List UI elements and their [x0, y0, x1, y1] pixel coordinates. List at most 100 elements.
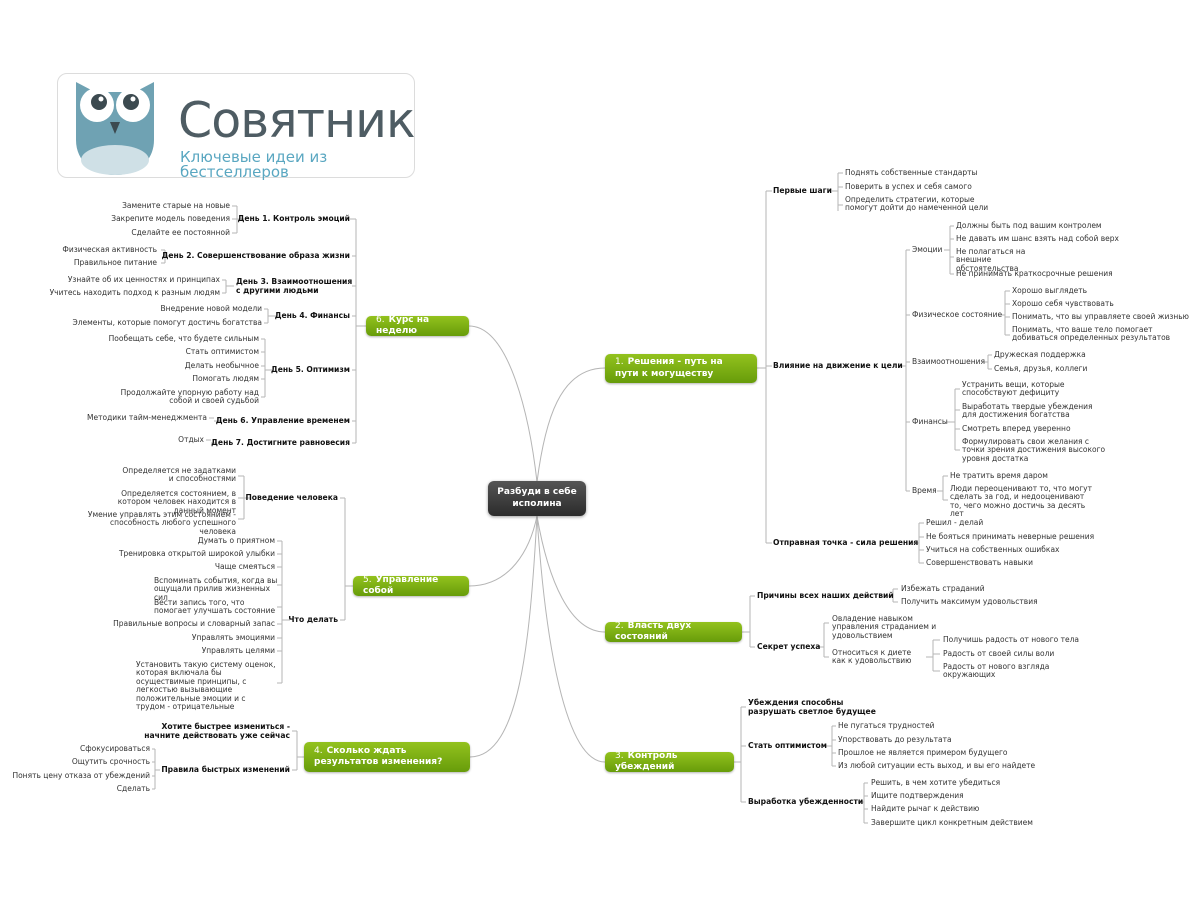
day-6-item: Методики тайм-менеджмента	[60, 414, 207, 422]
todo-item: Правильные вопросы и словарный запас	[100, 620, 275, 628]
logo-subtitle: Ключевые идеи из бестселлеров	[180, 150, 414, 180]
owl-logo-icon	[70, 78, 160, 176]
todo-item: Вести запись того, что помогает улучшать…	[154, 599, 279, 616]
first-steps-topic[interactable]: Первые шаги	[773, 187, 832, 196]
center-node[interactable]: Разбуди в себе исполина	[488, 481, 586, 516]
day-7-topic[interactable]: День 7. Достигните равновесия	[200, 439, 350, 448]
todo-item: Думать о приятном	[140, 537, 275, 545]
day-4-item: Элементы, которые помогут достичь богатс…	[60, 319, 262, 327]
confidence-item: Найдите рычаг к действию	[871, 805, 979, 813]
rules-item: Ощутить срочность	[20, 758, 150, 766]
start-point-item: Совершенствовать навыки	[926, 559, 1033, 567]
day-4-topic[interactable]: День 4. Финансы	[250, 312, 350, 321]
finance-item: Смотреть вперед уверенно	[962, 425, 1071, 433]
day-2-item: Правильное питание	[40, 259, 157, 267]
day-2-topic[interactable]: День 2. Совершенствование образа жизни	[160, 252, 350, 261]
day-3-topic[interactable]: День 3. Взаимоотношения с другими людьми	[236, 278, 356, 295]
emotions-item: Не давать им шанс взять над собой верх	[956, 235, 1119, 243]
relations-item: Дружеская поддержка	[994, 351, 1086, 359]
emotions-item: Должны быть под вашим контролем	[956, 222, 1102, 230]
first-steps-item: Определить стратегии, которые помогут до…	[845, 196, 995, 213]
branch-label: Власть двух состояний	[615, 621, 691, 642]
branch-label: Управление собой	[363, 575, 438, 596]
todo-item: Установить такую систему оценок, которая…	[136, 661, 276, 711]
branch-5-node[interactable]: 5.Управление собой	[353, 576, 469, 596]
branch-label: Сколько ждать результатов изменения?	[314, 746, 442, 767]
branch-number: 6.	[376, 315, 385, 325]
secret-topic[interactable]: Секрет успеха	[757, 643, 820, 652]
day-1-item: Замените старые на новые	[100, 202, 230, 210]
physical-item: Понимать, что ваше тело помогает добиват…	[1012, 326, 1172, 343]
day-1-topic[interactable]: День 1. Контроль эмоций	[210, 215, 350, 224]
optimist-topic[interactable]: Стать оптимистом	[748, 742, 827, 751]
confidence-item: Решить, в чем хотите убедиться	[871, 779, 1000, 787]
behavior-topic[interactable]: Поведение человека	[230, 494, 338, 503]
logo-title: Совятник	[178, 96, 415, 145]
day-5-topic[interactable]: День 5. Оптимизм	[260, 366, 350, 375]
start-point-topic[interactable]: Отправная точка - сила решения	[773, 539, 918, 548]
todo-item: Чаще смеяться	[140, 563, 275, 571]
rules-item: Понять цену отказа от убеждений	[10, 772, 150, 780]
start-point-item: Учиться на собственных ошибках	[926, 546, 1060, 554]
physical-item: Хорошо выглядеть	[1012, 287, 1087, 295]
day-3-item: Узнайте об их ценностях и принципах	[60, 276, 220, 284]
secret-subitem: Получишь радость от нового тела	[943, 636, 1079, 644]
optimist-item: Из любой ситуации есть выход, и вы его н…	[838, 762, 1035, 770]
secret-subitem: Радость от своей силы воли	[943, 650, 1054, 658]
confidence-topic[interactable]: Выработка убежденности	[748, 798, 863, 807]
causes-item: Получить максимум удовольствия	[901, 598, 1038, 606]
physical-item: Понимать, что вы управляете своей жизнью	[1012, 313, 1189, 321]
behavior-item: Определяется не задатками и способностям…	[116, 467, 236, 484]
rules-item: Сфокусироваться	[20, 745, 150, 753]
now-topic[interactable]: Хотите быстрее измениться - начните дейс…	[140, 723, 290, 740]
day-5-item: Стать оптимистом	[90, 348, 259, 356]
day-5-item: Делать необычное	[90, 362, 259, 370]
relations-subtopic[interactable]: Взаимоотношения	[912, 358, 985, 366]
day-2-item: Физическая активность	[40, 246, 157, 254]
day-7-item: Отдых	[120, 436, 204, 444]
branch-2-node[interactable]: 2.Власть двух состояний	[605, 622, 742, 642]
branch-number: 2.	[615, 621, 624, 631]
relations-item: Семья, друзья, коллеги	[994, 365, 1087, 373]
physical-item: Хорошо себя чувствовать	[1012, 300, 1114, 308]
physical-subtopic[interactable]: Физическое состояние	[912, 311, 1002, 319]
emotions-subtopic[interactable]: Эмоции	[912, 246, 942, 254]
branch-1-node[interactable]: 1.Решения - путь на пути к могуществу	[605, 354, 757, 383]
day-6-topic[interactable]: День 6. Управление временем	[210, 417, 350, 426]
day-1-item: Закрепите модель поведения	[100, 215, 230, 223]
optimist-item: Упорствовать до результата	[838, 736, 952, 744]
day-5-item: Помогать людям	[90, 375, 259, 383]
rules-topic[interactable]: Правила быстрых изменений	[150, 766, 290, 775]
day-3-item: Учитесь находить подход к разным людям	[40, 289, 220, 297]
time-subtopic[interactable]: Время	[912, 487, 937, 495]
confidence-item: Ищите подтверждения	[871, 792, 964, 800]
branch-4-node[interactable]: 4.Сколько ждать результатов изменения?	[304, 742, 470, 772]
time-item: Люди переоценивают то, что могут сделать…	[950, 485, 1095, 519]
branch-number: 3.	[615, 751, 624, 761]
finance-subtopic[interactable]: Финансы	[912, 418, 948, 426]
causes-item: Избежать страданий	[901, 585, 985, 593]
destroy-topic[interactable]: Убеждения способны разрушать светлое буд…	[748, 699, 893, 716]
confidence-item: Завершите цикл конкретным действием	[871, 819, 1033, 827]
branch-label: Контроль убеждений	[615, 751, 677, 772]
branch-3-node[interactable]: 3.Контроль убеждений	[605, 752, 734, 772]
branch-number: 1.	[615, 357, 624, 367]
branch-6-node[interactable]: 6.Курс на неделю	[366, 316, 469, 336]
finance-item: Выработать твердые убеждения для достиже…	[962, 403, 1102, 420]
influence-topic[interactable]: Влияние на движение к цели	[773, 362, 903, 371]
first-steps-item: Поверить в успех и себя самого	[845, 183, 972, 191]
branch-number: 5.	[363, 575, 372, 585]
finance-item: Формулировать свои желания с точки зрени…	[962, 438, 1112, 463]
causes-topic[interactable]: Причины всех наших действий	[757, 592, 894, 601]
day-4-item: Внедрение новой модели	[120, 305, 262, 313]
secret-item: Относиться к диете как к удовольствию	[832, 649, 927, 666]
emotions-item: Не принимать краткосрочные решения	[956, 270, 1113, 278]
optimist-item: Прошлое не является примером будущего	[838, 749, 1007, 757]
start-point-item: Не бояться принимать неверные решения	[926, 533, 1094, 541]
day-1-item: Сделайте ее постоянной	[100, 229, 230, 237]
secret-item: Овладение навыком управления страданием …	[832, 615, 957, 640]
secret-subitem: Радость от нового взгляда окружающих	[943, 663, 1063, 680]
branch-label: Решения - путь на пути к могуществу	[615, 357, 723, 378]
todo-item: Управлять целями	[140, 647, 275, 655]
todo-item: Тренировка открытой широкой улыбки	[100, 550, 275, 558]
